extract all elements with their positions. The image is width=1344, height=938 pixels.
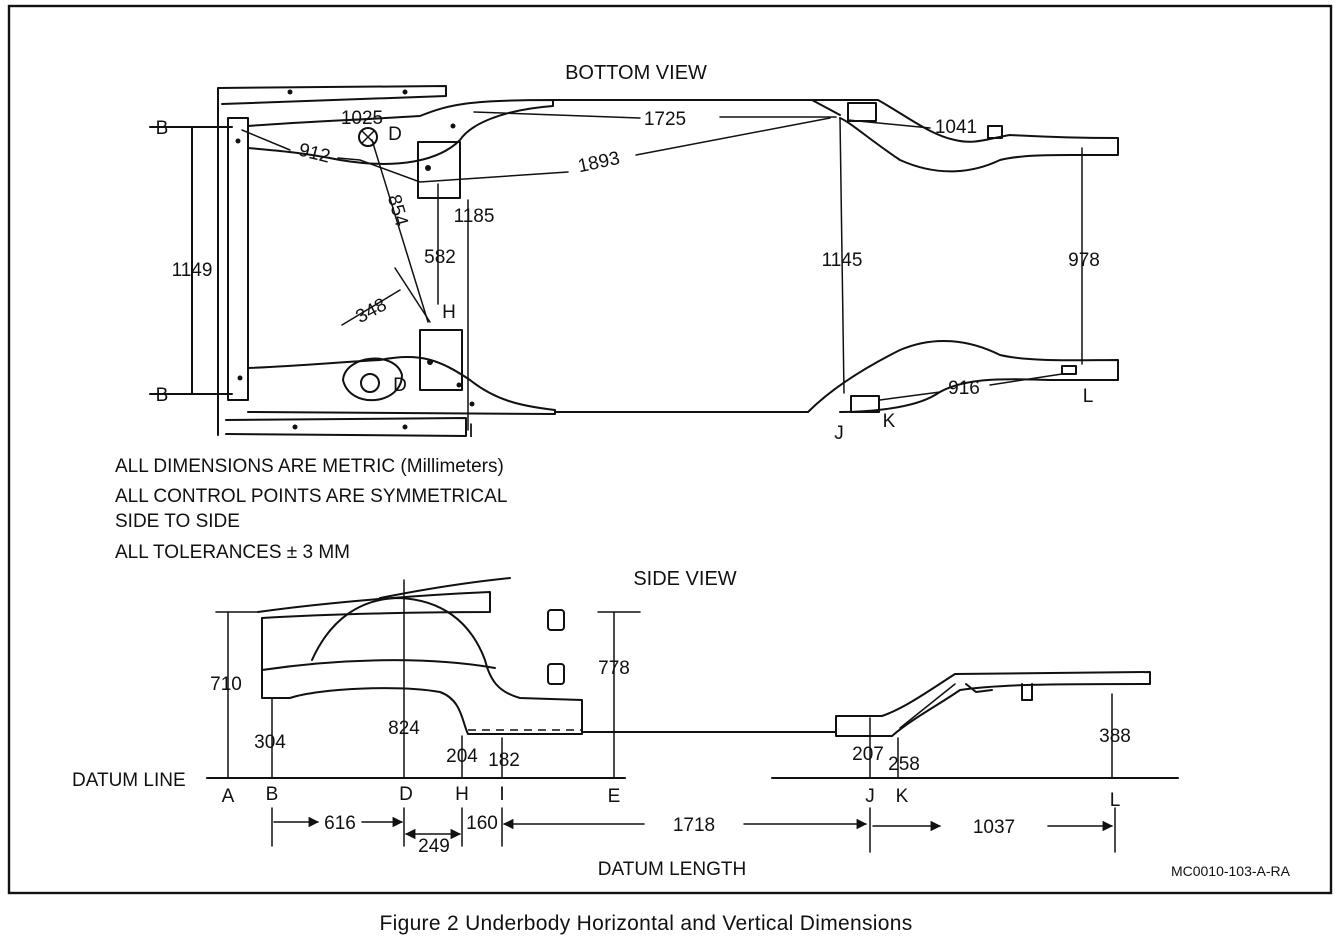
datum-line-label: DATUM LINE xyxy=(72,770,186,791)
side-view-title: SIDE VIEW xyxy=(633,568,736,590)
side-point-i: I xyxy=(499,784,504,805)
side-view-height-labels: 710 304 824 204 182 778 207 258 388 xyxy=(210,658,1131,775)
point-i: I xyxy=(468,421,473,442)
datum-length-labels: 616 249 160 1718 1037 DATUM LENGTH xyxy=(324,813,1015,880)
side-point-j: J xyxy=(865,786,875,807)
side-point-b: B xyxy=(266,784,279,805)
length-249: 249 xyxy=(418,836,450,857)
left-apron-upper xyxy=(417,141,461,199)
dim-1149: 1149 xyxy=(172,260,213,281)
height-710: 710 xyxy=(210,674,242,695)
side-point-d: D xyxy=(399,784,413,805)
dim-582: 582 xyxy=(424,247,456,268)
dim-1185: 1185 xyxy=(454,206,495,227)
dim-916: 916 xyxy=(948,378,980,399)
rear-section-body xyxy=(835,671,1151,737)
notes: ALL DIMENSIONS ARE METRIC (Millimeters) … xyxy=(115,456,507,563)
height-304: 304 xyxy=(254,732,286,753)
bottom-view: BOTTOM VIEW xyxy=(149,62,1119,444)
front-bumper-top xyxy=(217,85,467,437)
right-front-hub xyxy=(342,357,403,402)
height-258: 258 xyxy=(888,754,920,775)
figure-border xyxy=(7,4,1333,895)
note-side-to-side: SIDE TO SIDE xyxy=(115,511,240,532)
dim-912: 912 xyxy=(296,140,332,168)
dim-854: 854 xyxy=(383,192,412,229)
rear-rail-upper xyxy=(811,99,1119,173)
front-apron-body xyxy=(261,597,583,735)
note-metric: ALL DIMENSIONS ARE METRIC (Millimeters) xyxy=(115,456,504,477)
point-b-lower: B xyxy=(156,385,169,406)
bottom-view-title: BOTTOM VIEW xyxy=(565,62,707,84)
bottom-view-dimension-labels: 1025 1725 1041 912 1893 854 1185 1149 58… xyxy=(172,108,1100,399)
height-207: 207 xyxy=(852,744,884,765)
length-1718: 1718 xyxy=(673,815,715,836)
point-k: K xyxy=(883,411,896,432)
point-b-upper: B xyxy=(156,118,169,139)
floor-edge-top xyxy=(552,99,841,116)
height-204: 204 xyxy=(446,746,478,767)
datum-length-label: DATUM LENGTH xyxy=(598,859,746,880)
dim-978: 978 xyxy=(1068,250,1100,271)
side-point-h: H xyxy=(455,784,469,805)
note-symmetrical: ALL CONTROL POINTS ARE SYMMETRICAL xyxy=(115,486,507,507)
point-l: L xyxy=(1083,386,1094,407)
left-rail-upper xyxy=(247,99,554,165)
height-388: 388 xyxy=(1099,726,1131,747)
length-160: 160 xyxy=(466,813,498,834)
point-h: H xyxy=(442,302,456,323)
point-j: J xyxy=(834,423,844,444)
figure-caption: Figure 2 Underbody Horizontal and Vertic… xyxy=(380,912,913,935)
side-view-point-labels: DATUM LINE A B D H I E J K L xyxy=(72,770,1120,811)
height-824: 824 xyxy=(388,718,420,739)
dim-1893: 1893 xyxy=(576,148,622,177)
length-1037: 1037 xyxy=(973,817,1015,838)
dim-1025: 1025 xyxy=(341,108,383,129)
point-d-lower: D xyxy=(393,375,407,396)
dim-1725: 1725 xyxy=(644,109,686,130)
length-616: 616 xyxy=(324,813,356,834)
point-d-upper: D xyxy=(388,124,402,145)
rear-rail-lower xyxy=(807,340,1119,413)
side-point-k: K xyxy=(896,786,909,807)
dim-1145: 1145 xyxy=(822,250,863,271)
side-point-a: A xyxy=(222,786,235,807)
side-view: SIDE VIEW xyxy=(72,568,1179,880)
note-tolerances: ALL TOLERANCES ± 3 MM xyxy=(115,542,350,563)
height-182: 182 xyxy=(488,750,520,771)
height-778: 778 xyxy=(598,658,630,679)
left-apron-lower xyxy=(419,329,463,391)
bottom-view-point-labels: B B D D H I J K L xyxy=(156,118,1094,444)
side-point-l: L xyxy=(1110,790,1121,811)
front-fender-top xyxy=(257,591,491,619)
drawing-code: MC0010-103-A-RA xyxy=(1171,863,1291,879)
dim-1041: 1041 xyxy=(935,117,977,138)
side-point-e: E xyxy=(608,786,621,807)
front-crossmember xyxy=(227,117,249,401)
left-front-hub xyxy=(358,127,378,147)
